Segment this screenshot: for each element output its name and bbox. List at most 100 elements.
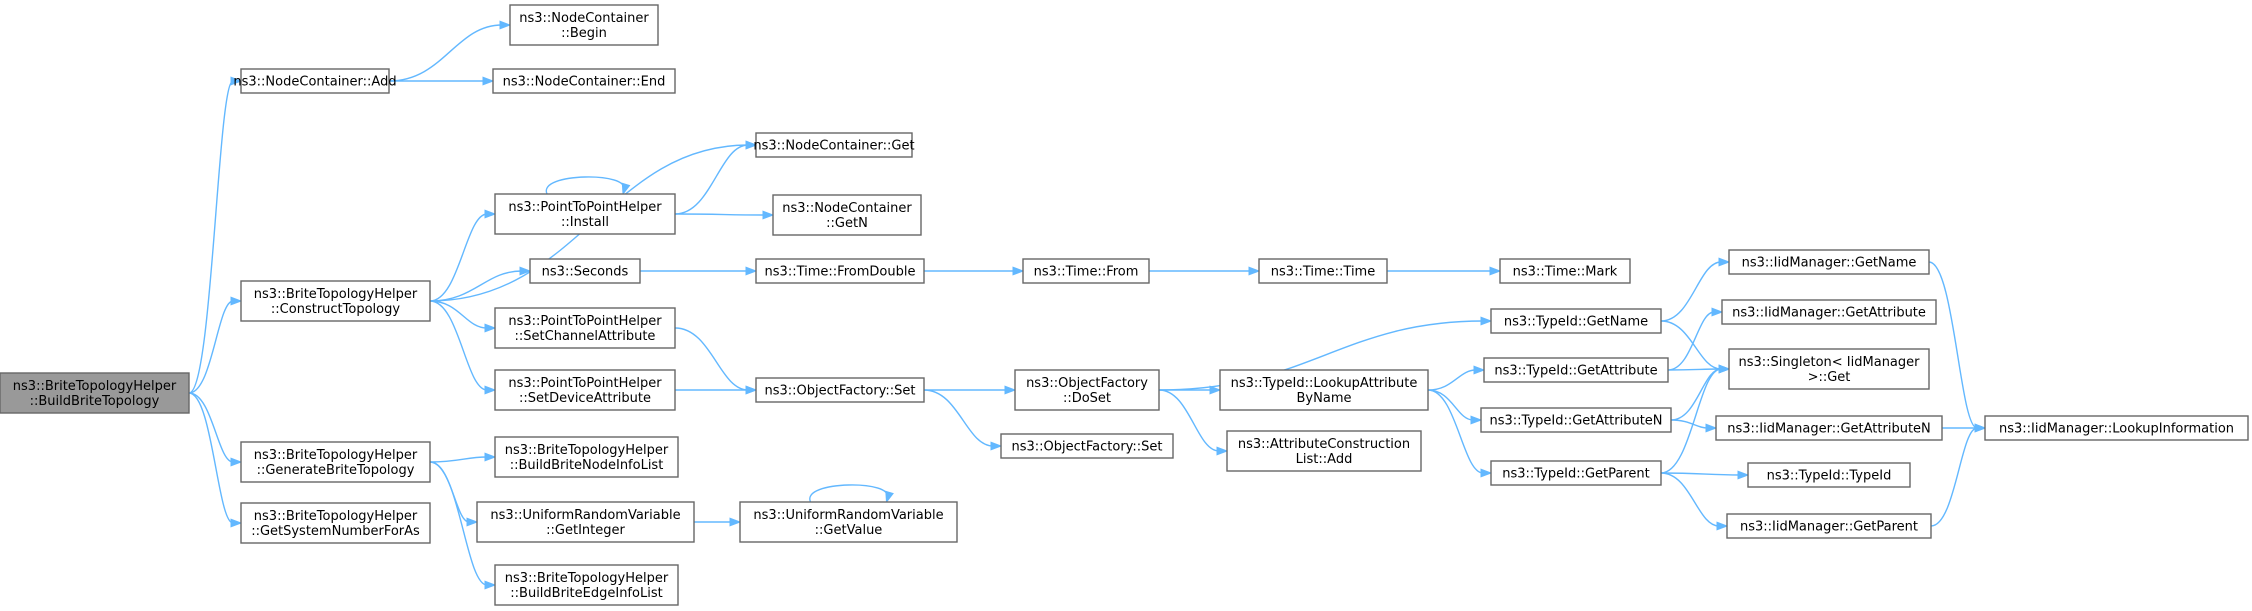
node-label: ns3::NodeContainer [519,11,649,26]
function-node-seconds[interactable]: ns3::Seconds [529,258,641,284]
function-node-construct[interactable]: ns3::BriteTopologyHelper::ConstructTopol… [240,280,431,322]
function-node-generate[interactable]: ns3::BriteTopologyHelper::GenerateBriteT… [240,441,431,483]
node-box [1014,369,1160,411]
node-box [1219,369,1429,411]
function-node-p2p-install[interactable]: ns3::PointToPointHelper::Install [494,193,676,235]
node-label: ::BuildBriteTopology [30,394,160,409]
node-label: >::Get [1808,370,1851,385]
node-box [1715,415,1943,441]
call-edge [429,300,488,391]
function-node-of-do-set[interactable]: ns3::ObjectFactory::DoSet [1014,369,1160,411]
call-edge [429,300,488,329]
node-box [1483,357,1669,383]
edge-arrowhead [745,266,758,276]
edge-arrowhead [885,490,894,504]
node-box [529,258,641,284]
edge-arrowhead [1012,266,1025,276]
node-label: ::GetN [826,216,868,231]
call-edge [188,80,234,394]
function-node-iid-get-name[interactable]: ns3::IidManager::GetName [1728,249,1930,275]
call-edge [1660,368,1722,474]
function-node-iid-get-attr-n[interactable]: ns3::IidManager::GetAttributeN [1715,415,1943,441]
function-node-nc-get[interactable]: ns3::NodeContainer::Get [753,132,915,158]
function-node-time-mark[interactable]: ns3::Time::Mark [1499,258,1631,284]
function-node-of-set2[interactable]: ns3::ObjectFactory::Set [1000,433,1174,459]
node-label: ::BuildBriteNodeInfoList [510,458,664,473]
function-node-of-set[interactable]: ns3::ObjectFactory::Set [755,377,925,403]
call-edge [429,461,470,523]
node-label: ns3::ObjectFactory [1026,376,1148,391]
function-node-nc-add[interactable]: ns3::NodeContainer::Add [233,68,397,94]
function-node-build-node-info[interactable]: ns3::BriteTopologyHelper::BuildBriteNode… [494,436,679,478]
node-label: ns3::BriteTopologyHelper [254,287,418,302]
node-box [509,4,659,46]
edge-arrowhead [990,441,1003,451]
node-label: ::Install [561,215,609,230]
node-box [1490,460,1662,486]
node-label: ns3::ObjectFactory::Set [1011,440,1162,455]
function-node-urv-get-integer[interactable]: ns3::UniformRandomVariable::GetInteger [476,501,695,543]
node-box [1728,348,1930,390]
function-node-iid-get-attr[interactable]: ns3::IidManager::GetAttribute [1721,299,1937,325]
node-label: ns3::PointToPointHelper [508,200,662,215]
nodes-layer: ns3::BriteTopologyHelper::BuildBriteTopo… [0,4,2249,606]
node-box [1490,308,1662,334]
call-edge [1667,368,1722,371]
function-node-from-double[interactable]: ns3::Time::FromDouble [755,258,925,284]
node-box [240,280,431,322]
node-label: ns3::BriteTopologyHelper [505,571,669,586]
function-node-build-edge-info[interactable]: ns3::BriteTopologyHelper::BuildBriteEdge… [494,564,679,606]
function-node-time-from[interactable]: ns3::Time::From [1022,258,1150,284]
edge-arrowhead [230,518,243,528]
call-edge [188,392,234,524]
function-node-nc-get-n[interactable]: ns3::NodeContainer::GetN [772,194,922,236]
node-box [1721,299,1937,325]
function-node-iid-get-parent[interactable]: ns3::IidManager::GetParent [1726,513,1932,539]
function-node-nc-end[interactable]: ns3::NodeContainer::End [492,68,676,94]
function-node-urv-get-value[interactable]: ns3::UniformRandomVariable::GetValue [739,501,958,543]
node-label: ByName [1297,391,1352,406]
node-label: ::BuildBriteEdgeInfoList [510,586,662,601]
function-node-lookup-info[interactable]: ns3::IidManager::LookupInformation [1984,415,2249,441]
edge-arrowhead [1974,423,1987,433]
node-label: ns3::TypeId::GetName [1504,315,1648,330]
node-label: ns3::PointToPointHelper [508,376,662,391]
edge-arrowhead [1711,307,1724,317]
node-label: ns3::Time::Mark [1513,265,1618,280]
node-label: ::Begin [561,26,607,41]
node-label: ns3::IidManager::LookupInformation [1999,422,2234,437]
edge-arrowhead [1480,468,1493,478]
function-node-tid-type-id[interactable]: ns3::TypeId::TypeId [1747,462,1911,488]
function-node-set-channel[interactable]: ns3::PointToPointHelper::SetChannelAttri… [494,307,676,349]
call-edge [429,461,488,586]
call-edge [1930,427,1978,527]
function-node-tid-get-attr[interactable]: ns3::TypeId::GetAttribute [1483,357,1669,383]
function-node-tid-get-attr-n[interactable]: ns3::TypeId::GetAttributeN [1480,407,1672,433]
node-label: ns3::BriteTopologyHelper [254,448,418,463]
function-node-tid-get-parent[interactable]: ns3::TypeId::GetParent [1490,460,1662,486]
edge-arrowhead [230,296,243,306]
node-label: ns3::UniformRandomVariable [753,508,943,523]
edge-arrowhead [482,76,495,86]
edge-arrowhead [745,140,758,150]
call-edge [429,456,488,463]
edge-arrowhead [484,452,497,462]
edge-arrowhead [1209,385,1222,395]
call-edge [674,144,749,215]
function-node-set-device[interactable]: ns3::PointToPointHelper::SetDeviceAttrib… [494,369,676,411]
node-label: ns3::UniformRandomVariable [490,508,680,523]
edge-arrowhead [1718,257,1731,267]
function-node-singleton[interactable]: ns3::Singleton< IidManager >::Get [1728,348,1930,390]
node-box [1022,258,1150,284]
node-label: ::GetSystemNumberForAs [251,524,420,539]
function-node-get-sys-num[interactable]: ns3::BriteTopologyHelper::GetSystemNumbe… [240,502,431,544]
function-node-time-time[interactable]: ns3::Time::Time [1258,258,1388,284]
call-edge [188,300,234,394]
function-node-nc-begin[interactable]: ns3::NodeContainer::Begin [509,4,659,46]
function-node-tid-get-name[interactable]: ns3::TypeId::GetName [1490,308,1662,334]
node-label: ::DoSet [1063,391,1111,406]
node-box [1226,430,1422,472]
function-node-root[interactable]: ns3::BriteTopologyHelper::BuildBriteTopo… [0,372,190,414]
